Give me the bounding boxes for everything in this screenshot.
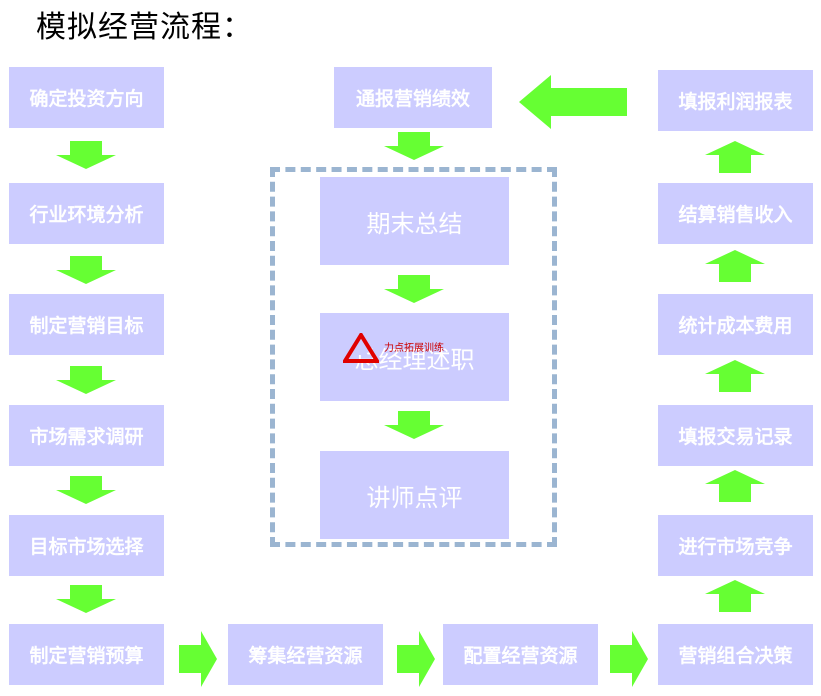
arrow-down-icon [56,476,116,504]
step-gm-report: 总经理述职 [320,313,509,401]
arrow-right-icon [397,631,435,687]
arrow-down-icon [56,366,116,394]
step-profit-report: 填报利润报表 [658,70,813,131]
arrow-down-icon [56,256,116,284]
step-performance-report: 通报营销绩效 [334,67,492,128]
arrow-down-icon [384,132,444,160]
arrow-up-icon [705,470,765,502]
step-market-research: 市场需求调研 [9,405,164,466]
step-marketing-goal: 制定营销目标 [9,294,164,355]
step-cost-statistics: 统计成本费用 [658,294,813,355]
arrow-right-icon [610,631,648,687]
step-allocate-resources: 配置经营资源 [443,624,598,685]
step-period-summary: 期末总结 [320,177,509,265]
review-group-border [270,167,557,547]
step-transaction-record: 填报交易记录 [658,405,813,466]
step-industry-analysis: 行业环境分析 [9,183,164,244]
arrow-down-icon [384,411,444,439]
step-marketing-budget: 制定营销预算 [9,624,164,685]
watermark-text: 力点拓展训练 [384,343,444,354]
arrow-right-icon [179,631,217,687]
step-invest-direction: 确定投资方向 [9,67,164,128]
arrow-down-icon [56,141,116,169]
watermark-logo-icon [341,331,381,367]
arrow-left-icon [519,75,627,129]
arrow-up-icon [705,141,765,173]
arrow-up-icon [705,580,765,612]
arrow-up-icon [705,360,765,392]
step-sales-settlement: 结算销售收入 [658,183,813,244]
step-trainer-review: 讲师点评 [320,451,509,539]
arrow-up-icon [705,250,765,282]
arrow-down-icon [384,275,444,303]
step-market-competition: 进行市场竞争 [658,515,813,576]
step-target-market: 目标市场选择 [9,515,164,576]
arrow-down-icon [56,585,116,613]
page-title: 模拟经营流程： [36,10,253,45]
step-marketing-mix: 营销组合决策 [658,624,813,685]
step-raise-resources: 筹集经营资源 [228,624,383,685]
